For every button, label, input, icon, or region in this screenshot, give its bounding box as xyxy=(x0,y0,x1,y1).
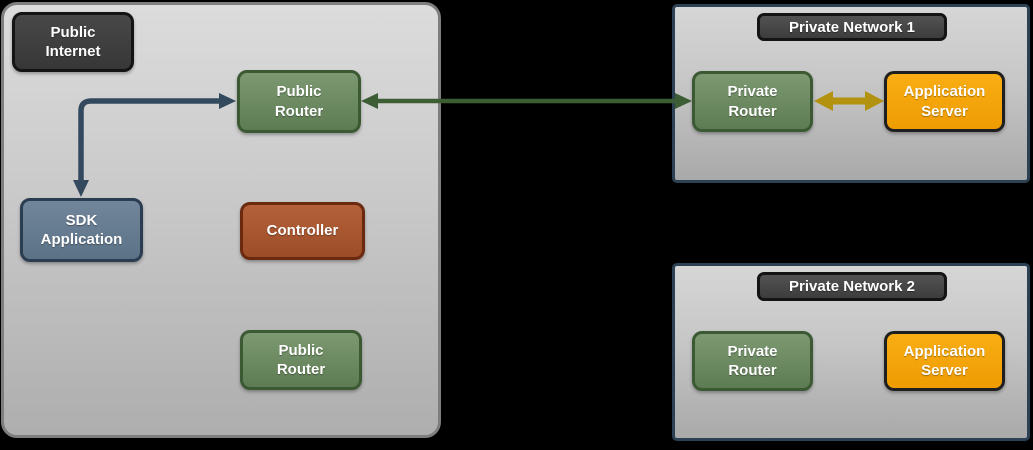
application-server-1-node: Application Server xyxy=(884,71,1005,132)
application-server-2-node: Application Server xyxy=(884,331,1005,391)
public-internet-label: Public Internet xyxy=(12,12,134,72)
private-router-1-node: Private Router xyxy=(692,71,813,132)
public-router-bottom-node: Public Router xyxy=(240,330,362,390)
private-network-1-title: Private Network 1 xyxy=(757,13,947,41)
private-router-2-node: Private Router xyxy=(692,331,813,391)
sdk-application-node: SDK Application xyxy=(20,198,143,262)
public-router-top-node: Public Router xyxy=(237,70,361,133)
private-network-2-title: Private Network 2 xyxy=(757,272,947,301)
controller-node: Controller xyxy=(240,202,365,260)
